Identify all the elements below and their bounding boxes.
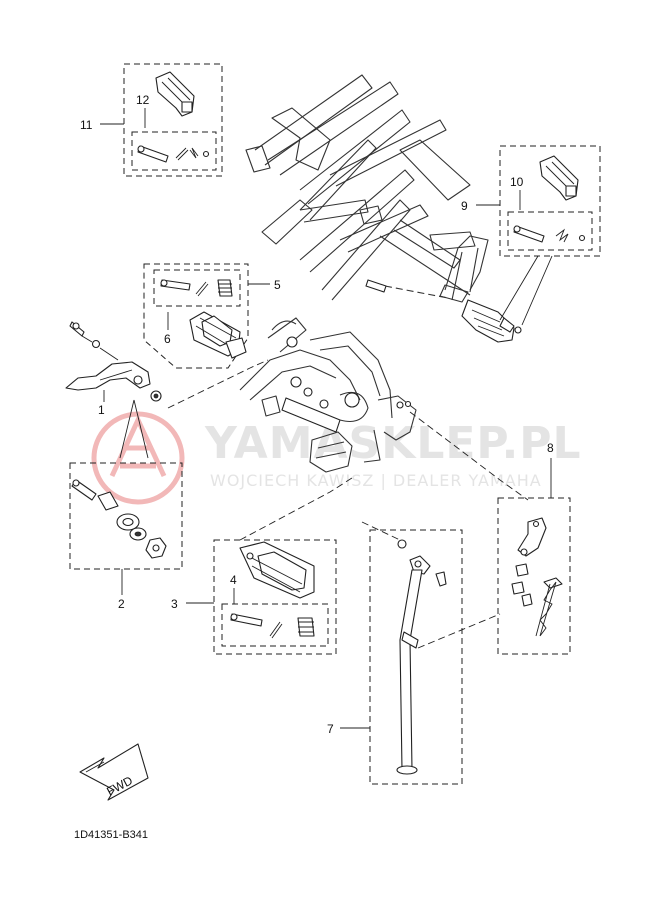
callout-3: 3 xyxy=(171,597,178,611)
rider-footrest-left-hardware xyxy=(160,279,233,297)
callout-7: 7 xyxy=(327,722,334,736)
callout-6: 6 xyxy=(164,332,171,346)
yamaha-logo-watermark xyxy=(91,411,185,505)
watermark-brand: YAMASKLEP.PL xyxy=(204,418,582,469)
box-2 xyxy=(69,462,183,570)
footrest-bracket-left xyxy=(65,321,162,402)
box-12-hardware xyxy=(131,131,217,171)
rear-footrest-right-hardware xyxy=(513,225,586,243)
callout-8: 8 xyxy=(547,441,554,455)
watermark-dealer: WOJCIECH KAWISZ | DEALER YAMAHA xyxy=(210,471,542,490)
callout-4: 4 xyxy=(230,573,237,587)
bracket-hardware xyxy=(71,479,167,559)
box-10-hardware xyxy=(507,211,593,251)
rider-footrest-right xyxy=(239,541,315,599)
rear-frame xyxy=(245,74,489,303)
box-11 xyxy=(123,63,223,177)
sidestand xyxy=(396,539,447,775)
box-3 xyxy=(213,539,337,655)
box-4-hardware xyxy=(221,603,329,647)
rear-footrest-right-mounted xyxy=(461,299,522,343)
box-7 xyxy=(369,529,463,785)
rider-footrest-left xyxy=(189,311,247,359)
rider-footrest-right-hardware xyxy=(230,613,315,639)
callout-5: 5 xyxy=(274,278,281,292)
callout-9: 9 xyxy=(461,199,468,213)
rear-footrest-right xyxy=(539,155,579,201)
diagram-code: 1D41351-B341 xyxy=(74,829,148,841)
watermark: YAMASKLEP.PL WOJCIECH KAWISZ | DEALER YA… xyxy=(91,411,582,505)
callout-12: 12 xyxy=(136,93,150,107)
callout-10: 10 xyxy=(510,175,524,189)
main-frame xyxy=(239,317,417,473)
callout-11: 11 xyxy=(80,118,93,132)
rear-footrest-left-hardware xyxy=(137,145,210,163)
fwd-arrow-icon: FWD xyxy=(79,743,149,801)
callout-2: 2 xyxy=(118,597,125,611)
box-8 xyxy=(497,497,571,655)
box-5-hardware xyxy=(153,269,241,307)
rear-footrest-left xyxy=(155,71,195,117)
box-5 xyxy=(143,263,249,369)
callout-1: 1 xyxy=(98,403,105,417)
box-9 xyxy=(499,145,601,257)
sidestand-bracket-spring xyxy=(511,517,563,637)
